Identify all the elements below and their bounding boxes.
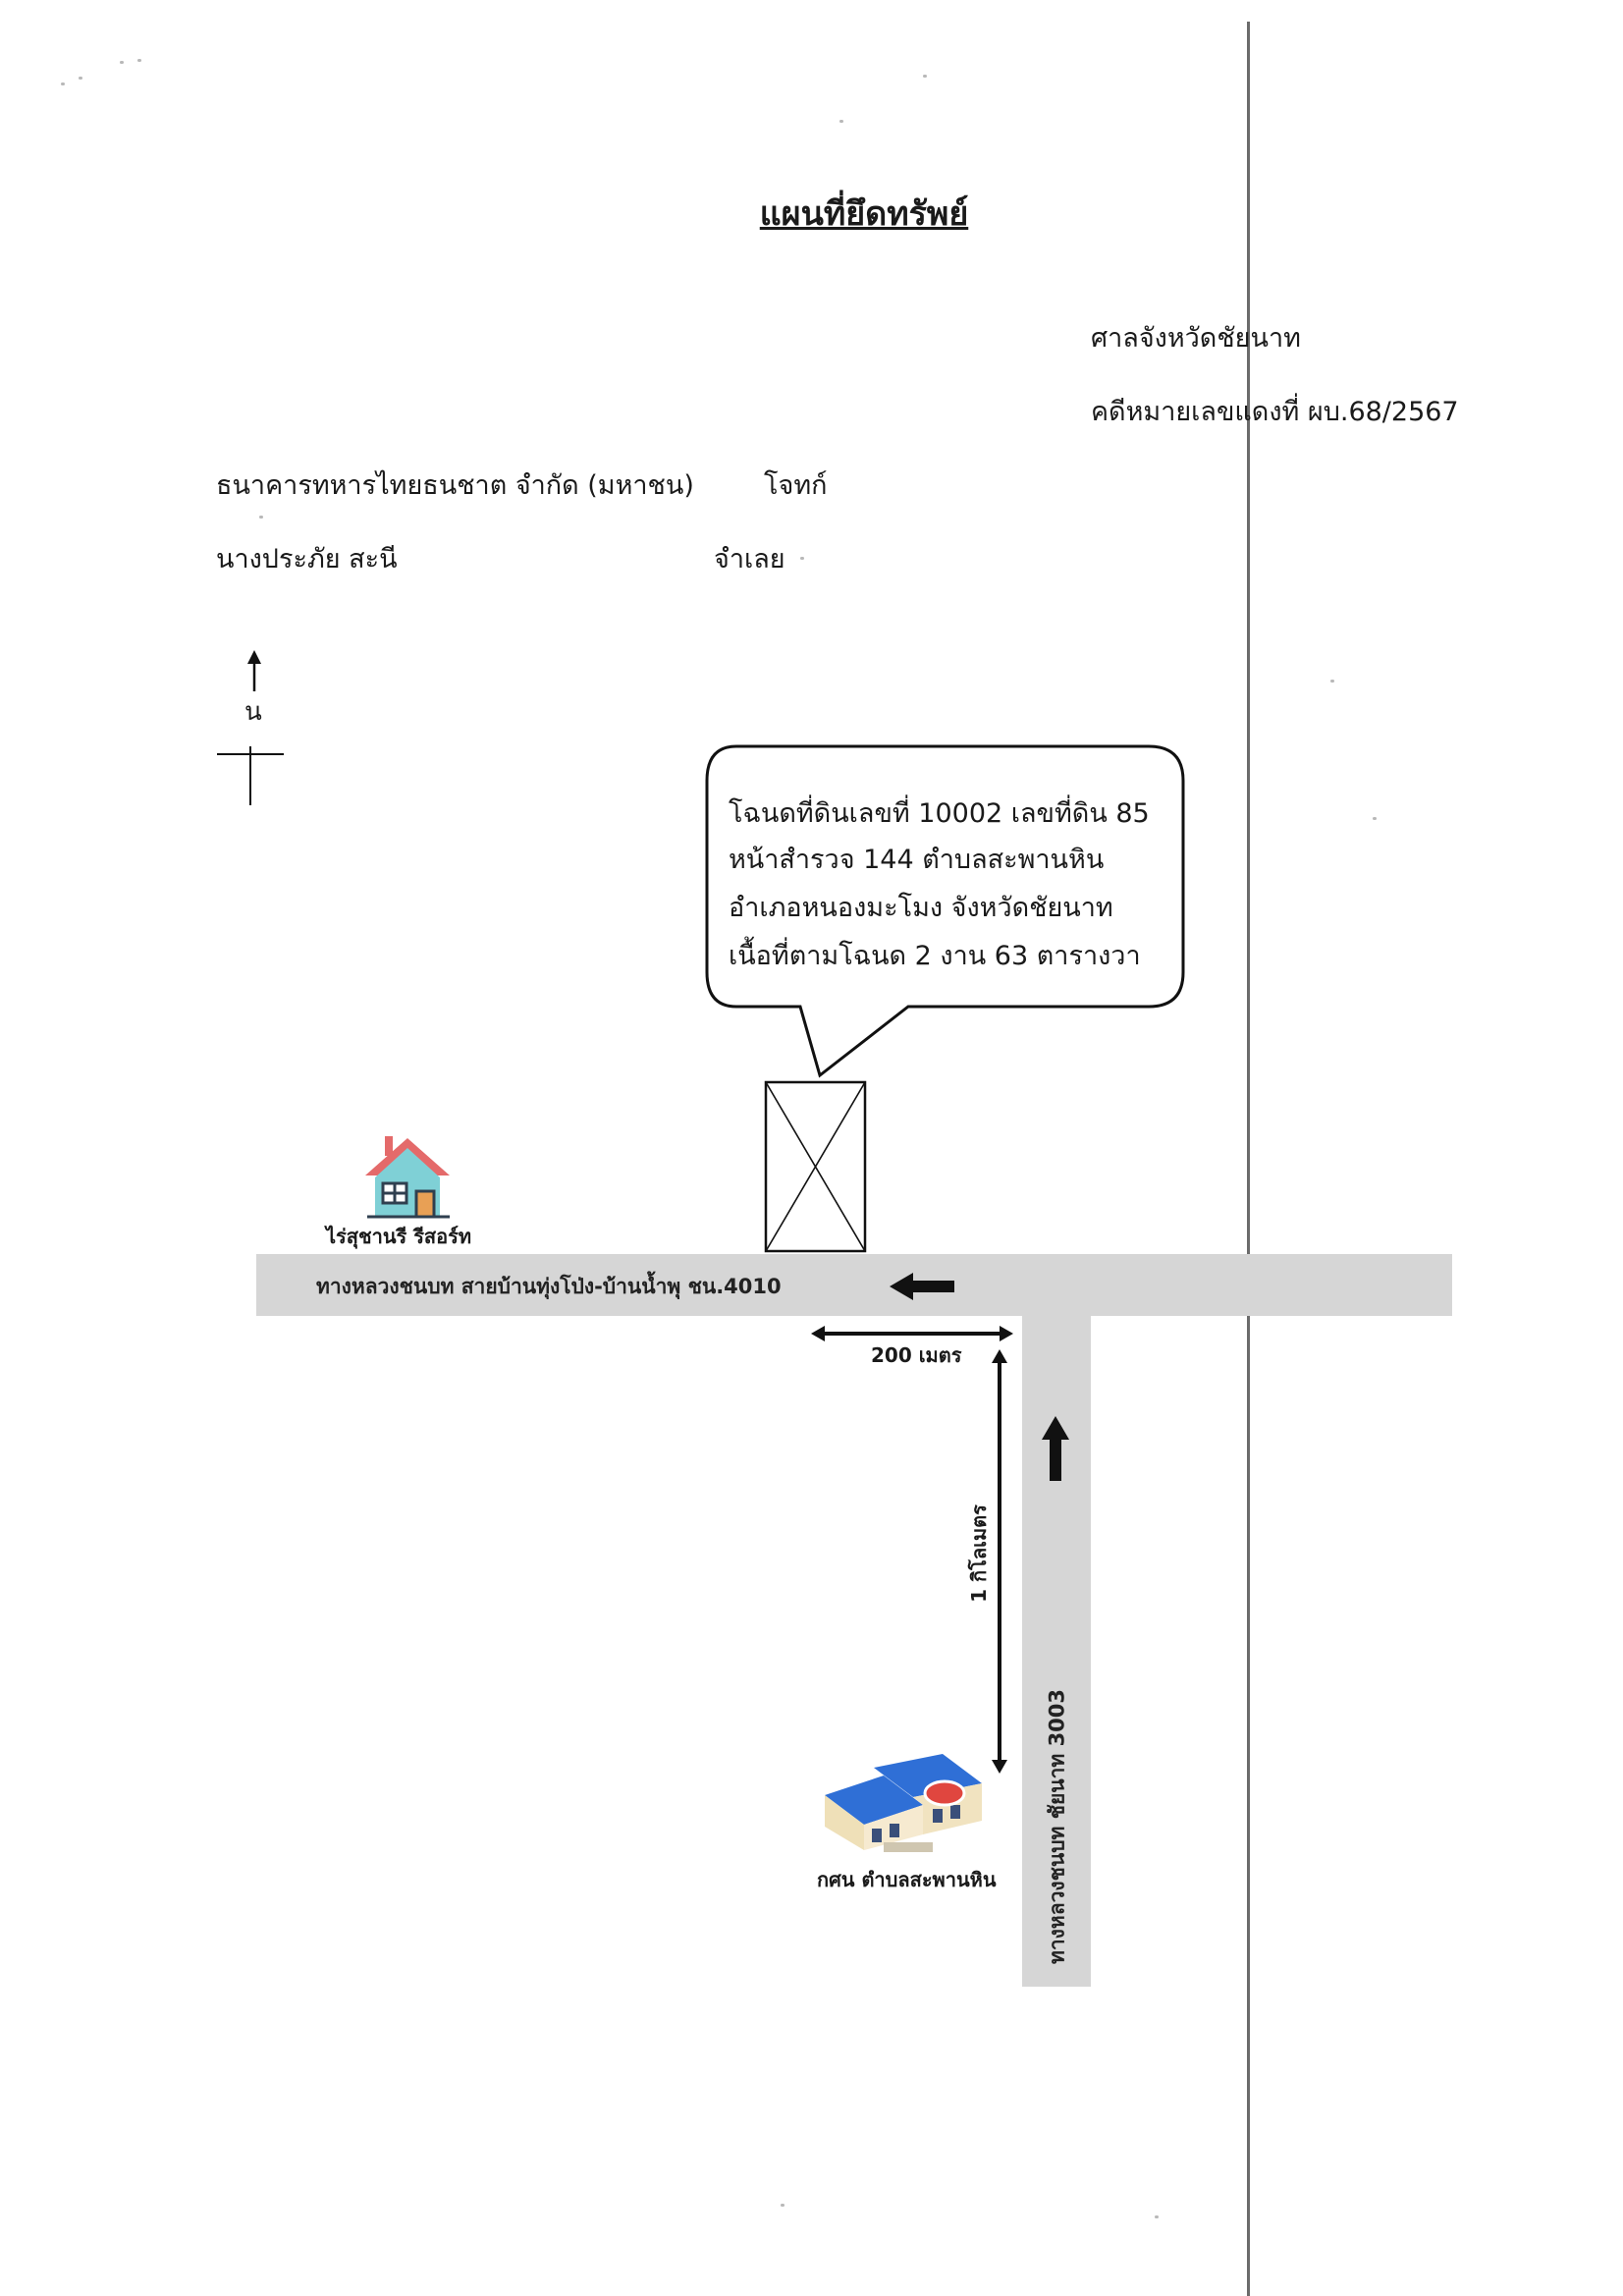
compass-cross-icon (217, 746, 284, 805)
scan-speck (781, 2204, 784, 2207)
defendant-role: จำเลย (714, 544, 785, 574)
resort-house-icon (365, 1136, 450, 1219)
scan-speck (839, 120, 843, 123)
road-label-4010: ทางหลวงชนบท สายบ้านทุ่งโป่ง-บ้านน้ำพุ ชน… (316, 1275, 782, 1298)
road-direction-left-arrow-icon (890, 1273, 954, 1300)
document-title: แผนที่ยึดทรัพย์ (759, 194, 969, 234)
distance-200m-arrow (811, 1326, 1013, 1341)
road-horizontal (256, 1254, 1452, 1316)
north-compass (217, 650, 284, 805)
scan-speck (800, 557, 804, 560)
plaintiff-role: โจทก์ (764, 470, 828, 501)
scan-speck (61, 82, 65, 85)
north-label: น (244, 697, 262, 727)
court-name: ศาลจังหวัดชัยนาท (1091, 323, 1301, 354)
scan-speck (1155, 2215, 1159, 2218)
north-arrow-icon (247, 650, 261, 691)
scan-speck (1330, 680, 1334, 683)
callout-bubble (705, 744, 1185, 1078)
scan-speck (120, 61, 124, 64)
scan-speck (923, 75, 927, 78)
school-label: กศน ตำบลสะพานหิน (817, 1868, 997, 1891)
road-direction-up-arrow-icon (1042, 1416, 1069, 1481)
callout-line-district: อำเภอหนองมะโมง จังหวัดชัยนาท (729, 893, 1113, 923)
distance-1km-arrow (992, 1349, 1007, 1774)
scan-speck (79, 77, 82, 80)
callout-line-deed: โฉนดที่ดินเลขที่ 10002 เลขที่ดิน 85 (729, 798, 1150, 829)
defendant-name: นางประภัย สะนี (216, 544, 398, 574)
scan-fold-line (1247, 22, 1250, 2296)
scan-speck (259, 516, 263, 519)
plaintiff-name: ธนาคารทหารไทยธนชาต จำกัด (มหาชน) (216, 470, 694, 501)
property-plot-marker (764, 1080, 867, 1253)
resort-label: ไร่สุชานรี รีสอร์ท (326, 1225, 472, 1248)
callout-line-survey: หน้าสำรวจ 144 ตำบลสะพานหิน (729, 845, 1105, 875)
school-building-icon (825, 1754, 982, 1852)
callout-line-area: เนื้อที่ตามโฉนด 2 งาน 63 ตารางวา (729, 941, 1141, 971)
distance-200m-label: 200 เมตร (871, 1343, 962, 1367)
scan-speck (137, 59, 141, 62)
case-number: คดีหมายเลขแดงที่ ผบ.68/2567 (1091, 397, 1459, 427)
road-label-3003: ทางหลวงชนบท ชัยนาท 3003 (1045, 1688, 1069, 1965)
scan-speck (1373, 817, 1377, 820)
distance-1km-label: 1 กิโลเมตร (967, 1504, 991, 1603)
